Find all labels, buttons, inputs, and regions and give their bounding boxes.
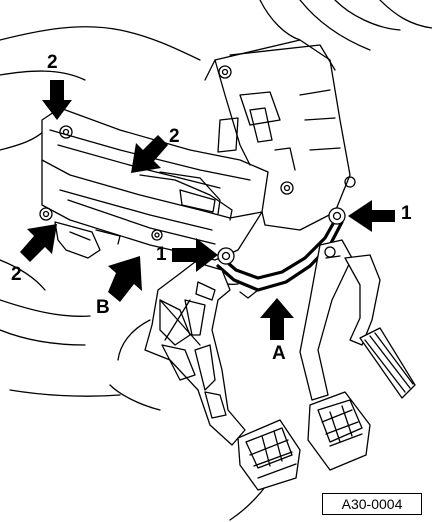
clutch-pedal-pad: [307, 391, 371, 471]
callout-1-right: 1: [401, 203, 412, 224]
arrow-B-icon: [108, 256, 142, 302]
arrow-1-mid-icon: [172, 238, 218, 272]
callout-1-mid: 1: [156, 244, 167, 265]
brake-pedal-pad: [237, 419, 301, 491]
callout-2-mid: 2: [169, 126, 180, 147]
pedal-bracket: [39, 107, 269, 261]
arrow-A-icon: [260, 298, 294, 340]
callout-2-left: 2: [11, 264, 22, 285]
callout-B: B: [96, 297, 110, 318]
arrow-1-right-icon: [348, 200, 395, 232]
accelerator-pedal-pad: [359, 327, 416, 399]
brake-pedal-arm: [144, 261, 246, 446]
arrow-2-left-icon: [20, 224, 57, 262]
arrow-2-mid-icon: [131, 135, 168, 173]
callout-A: A: [272, 343, 286, 364]
clutch-pedal-arm: [299, 239, 353, 401]
arrow-2-top-icon: [42, 80, 72, 120]
callout-2-top: 2: [47, 52, 58, 73]
accelerator-pedal-arm: [344, 254, 381, 346]
figure-reference-code: A30-0004: [322, 493, 422, 515]
mounting-plate: [204, 39, 356, 231]
